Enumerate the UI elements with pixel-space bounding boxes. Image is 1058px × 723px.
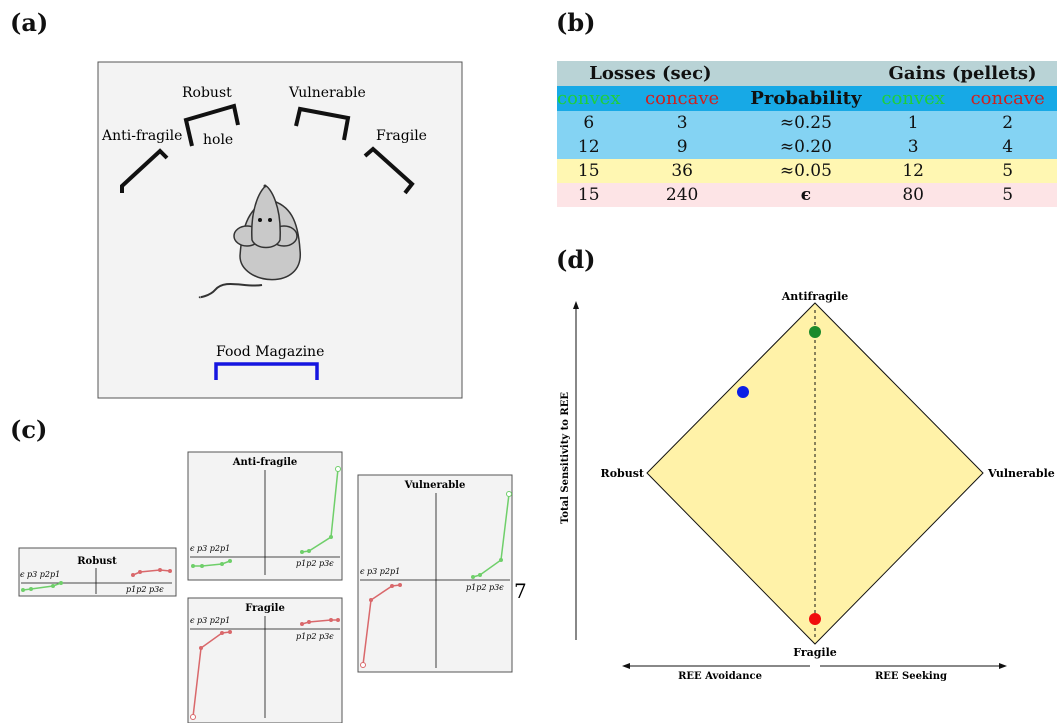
label-ree-seeking: REE Seeking — [875, 671, 947, 682]
panel-c-profiles: Robust ϵ p3 p2p1 p1p2 p3ϵ Anti-fragile ϵ… — [18, 451, 527, 723]
stray-number: 7 — [514, 579, 527, 603]
label-right: Vulnerable — [987, 467, 1055, 480]
svg-text:p1p2 p3ϵ: p1p2 p3ϵ — [296, 632, 334, 641]
header-concave: concave — [620, 86, 744, 111]
header-gains: Gains (pellets) — [868, 61, 1057, 86]
profile-fragile: Fragile ϵ p3 p2p1 p1p2 p3ϵ — [187, 597, 343, 723]
panel-d-diamond: Antifragile Fragile Robust Vulnerable To… — [560, 290, 1055, 682]
panel-a-arena: Robust Vulnerable Anti-fragile Fragile h… — [97, 61, 463, 399]
svg-text:p1p2 p3ϵ: p1p2 p3ϵ — [466, 583, 504, 592]
svg-text:p1p2 p3ϵ: p1p2 p3ϵ — [126, 585, 164, 594]
svg-text:ϵ p3 p2p1: ϵ p3 p2p1 — [360, 567, 400, 576]
point-blue — [737, 386, 749, 398]
title-antifragile: Anti-fragile — [232, 457, 298, 468]
panel-label-b: (b) — [556, 8, 596, 37]
reward-table: Losses (sec) Gains (pellets) convex conc… — [557, 61, 1057, 207]
profile-antifragile: Anti-fragile ϵ p3 p2p1 p1p2 p3ϵ — [187, 451, 343, 581]
label-fragile: Fragile — [376, 128, 427, 144]
hole-fragile — [363, 146, 415, 195]
header-convex-gains: convex — [868, 86, 959, 111]
svg-text:ϵ p3 p2p1: ϵ p3 p2p1 — [20, 570, 60, 579]
label-bottom: Fragile — [793, 646, 837, 659]
hole-robust — [183, 103, 240, 147]
label-food-magazine: Food Magazine — [216, 344, 324, 360]
svg-text:ϵ p3 p2p1: ϵ p3 p2p1 — [190, 544, 230, 553]
header-probability: Probability — [743, 86, 868, 111]
label-yaxis: Total Sensitivity to REE — [560, 392, 571, 524]
title-vulnerable: Vulnerable — [404, 480, 466, 491]
svg-text:p1p2 p3ϵ: p1p2 p3ϵ — [296, 559, 334, 568]
title-fragile: Fragile — [245, 603, 285, 614]
label-antifragile: Anti-fragile — [101, 128, 182, 144]
table-header-row-2: convex concave Probability convex concav… — [557, 86, 1057, 111]
point-red — [809, 613, 821, 625]
hole-vulnerable — [294, 106, 351, 141]
svg-text:ϵ p3 p2p1: ϵ p3 p2p1 — [190, 616, 230, 625]
point-green — [809, 326, 821, 338]
label-left: Robust — [601, 467, 645, 480]
label-ree-avoidance: REE Avoidance — [678, 671, 762, 682]
panel-label-a: (a) — [10, 8, 49, 37]
mouse-icon — [198, 184, 301, 299]
panel-label-d: (d) — [556, 245, 596, 274]
header-convex: convex — [557, 86, 621, 111]
food-magazine-icon — [214, 362, 319, 380]
profile-robust: Robust ϵ p3 p2p1 p1p2 p3ϵ — [18, 547, 177, 597]
header-concave-gains: concave — [958, 86, 1057, 111]
header-losses: Losses (sec) — [557, 61, 744, 86]
table-header-row-1: Losses (sec) Gains (pellets) — [557, 61, 1057, 86]
label-robust: Robust — [182, 85, 232, 101]
panel-label-c: (c) — [10, 415, 48, 444]
label-vulnerable: Vulnerable — [288, 85, 366, 101]
hole-antifragile — [120, 148, 169, 193]
label-top: Antifragile — [781, 290, 849, 303]
label-hole: hole — [203, 132, 233, 148]
arena-box — [97, 61, 463, 399]
title-robust: Robust — [77, 556, 117, 567]
profile-vulnerable: Vulnerable ϵ p3 p2p1 p1p2 p3ϵ — [357, 474, 513, 673]
